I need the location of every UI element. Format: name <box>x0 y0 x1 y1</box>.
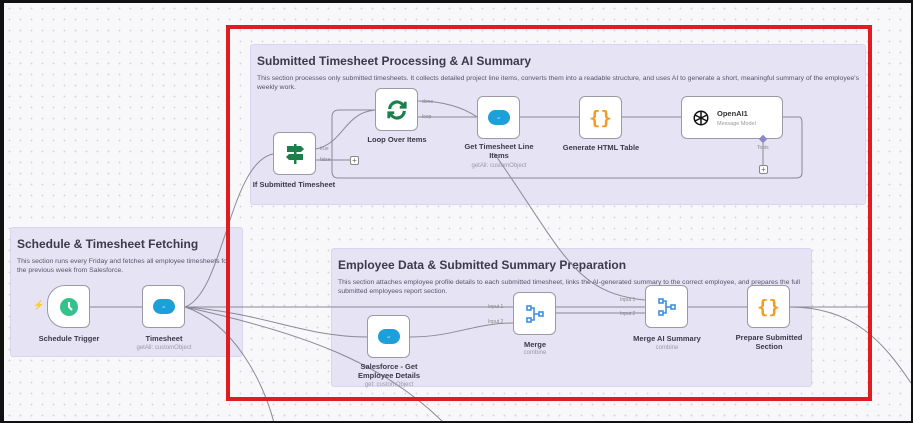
node-generate-html-table[interactable]: {} <box>579 96 622 139</box>
node-label: If Submitted Timesheet <box>252 180 336 189</box>
node-label: Merge <box>523 340 547 349</box>
sticky-text: This section runs every Friday and fetch… <box>17 258 230 275</box>
port-loop: loop <box>422 114 432 120</box>
node-prepare-submitted-section[interactable]: {} <box>747 285 790 328</box>
port-tools: Tools <box>757 145 769 151</box>
code-braces-icon: {} <box>589 106 612 129</box>
node-label: Generate HTML Table <box>562 143 640 152</box>
node-if-submitted-timesheet[interactable] <box>273 132 316 175</box>
node-merge-ai-summary[interactable] <box>645 285 688 328</box>
merge-icon <box>525 304 544 323</box>
signpost-icon <box>285 143 304 164</box>
node-label: OpenAI1 <box>717 108 748 118</box>
add-tool-button[interactable]: + <box>759 165 768 174</box>
add-node-button[interactable]: + <box>350 156 359 165</box>
port-false: false <box>320 157 331 163</box>
port-true: true <box>320 146 329 152</box>
salesforce-icon: sf <box>377 329 400 344</box>
node-schedule-trigger[interactable] <box>47 285 90 328</box>
port-input-2: Input 2 <box>488 319 504 325</box>
node-subtitle: getAll: customObject <box>471 163 527 169</box>
salesforce-icon: sf <box>487 110 510 125</box>
node-label: Timesheet <box>145 334 183 343</box>
node-label: Prepare Submitted Section <box>735 333 803 351</box>
node-label: Loop Over Items <box>367 135 427 144</box>
node-subtitle: combine <box>655 345 679 351</box>
node-subtitle: combine <box>523 350 547 356</box>
clock-icon <box>59 297 78 316</box>
node-label: Get Timesheet Line Items <box>464 142 534 160</box>
sticky-text: This section processes only submitted ti… <box>257 75 859 92</box>
node-openai[interactable]: OpenAI1 Message Model <box>681 96 783 139</box>
merge-icon <box>657 297 676 316</box>
node-get-timesheet-line-items[interactable]: sf <box>477 96 520 139</box>
node-subtitle: getAll: customObject <box>136 345 192 351</box>
loop-icon <box>386 99 407 120</box>
trigger-bolt-icon: ⚡ <box>33 300 45 310</box>
port-input-1: Input 1 <box>620 297 636 303</box>
sticky-title: Schedule & Timesheet Fetching <box>17 237 199 251</box>
salesforce-icon: sf <box>152 299 175 314</box>
node-subtitle: get: customObject <box>364 382 414 388</box>
node-salesforce-get-employee-details[interactable]: sf <box>367 315 410 358</box>
node-label: Schedule Trigger <box>38 334 100 343</box>
openai-icon <box>693 110 709 125</box>
code-braces-icon: {} <box>757 295 780 318</box>
port-input-1: Input 1 <box>488 304 504 310</box>
sticky-title: Submitted Timesheet Processing & AI Summ… <box>257 54 532 68</box>
workflow-canvas[interactable]: Submitted Timesheet Processing & AI Summ… <box>4 3 911 421</box>
node-label: Merge AI Summary <box>633 334 701 343</box>
node-subtitle: Message Model <box>717 120 756 127</box>
node-timesheet[interactable]: sf <box>142 285 185 328</box>
highlight-box <box>226 25 872 401</box>
node-merge[interactable] <box>513 292 556 335</box>
node-label: Salesforce - Get Employee Details <box>357 362 421 380</box>
node-loop-over-items[interactable] <box>375 88 418 131</box>
port-input-2: Input 2 <box>620 311 636 317</box>
port-done: done <box>422 99 434 105</box>
